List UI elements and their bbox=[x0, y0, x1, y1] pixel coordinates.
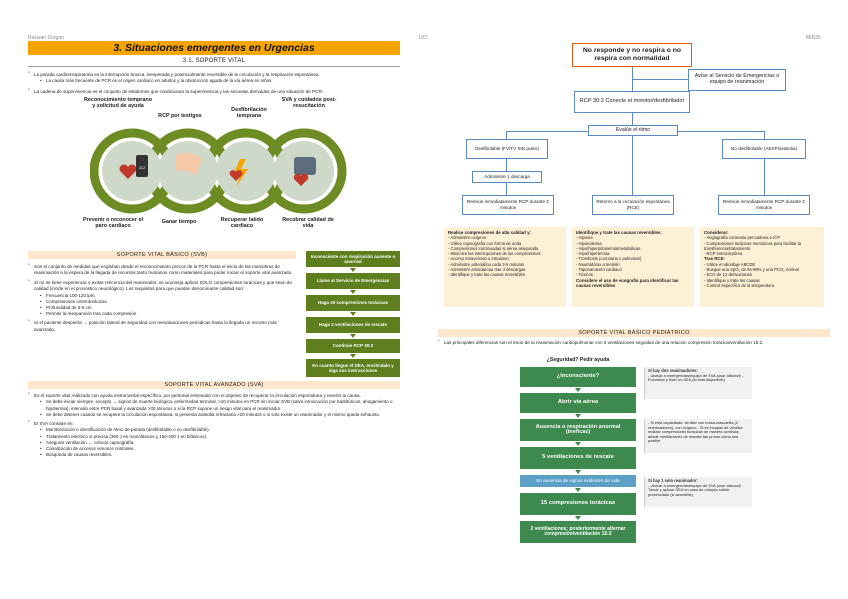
chain-label-4: SVA y cuidados post-resucitación bbox=[281, 97, 337, 110]
ped-note-one-rescuer: Si hay 1 solo reanimador: - ¡Avisar a em… bbox=[644, 477, 752, 507]
sva-bullet-2: Se debe detener cuando se recupere la ci… bbox=[28, 412, 400, 418]
svb-step-6: En cuanto llegue el DEA, enciéndalo y si… bbox=[306, 359, 400, 378]
sva-item-4: Canalización de accesos venosos centrale… bbox=[28, 446, 400, 452]
svb-paragraph-3: ˚Si el paciente despierta → posición lat… bbox=[28, 320, 277, 332]
hands-icon bbox=[176, 152, 202, 176]
als-start: No responde y no respira o no respira co… bbox=[572, 43, 692, 67]
svb-step-3: Haga 30 compresiones torácicas bbox=[306, 295, 400, 312]
als-rcp: RCP 30:2 Conecte el monitor/desfibrilado… bbox=[574, 91, 690, 113]
als-call: Avise al Servicio de Emergencias o equip… bbox=[688, 69, 786, 91]
ped-note-two-rescuers: Si hay dos reanimadores: - ¡Avisar a eme… bbox=[644, 367, 752, 399]
svb-step-4: Haga 2 ventilaciones de rescate bbox=[306, 317, 400, 334]
svb-req-4: Permitir la reexpansión tras cada compre… bbox=[28, 311, 296, 317]
heart-icon bbox=[119, 164, 137, 180]
als-non-shockable: No desfibrilable (AESP/asistolia) bbox=[722, 139, 806, 159]
sva-bullet-1: Se debe iniciar siempre, excepto → signo… bbox=[28, 399, 400, 411]
svb-step-5: Continúe RCP 30:2 bbox=[306, 339, 400, 354]
sva-paragraph-2: ˚El SVA consiste en: bbox=[28, 421, 74, 428]
sva-item-2: Tratamiento eléctrico si precisa (360 J … bbox=[28, 434, 400, 440]
chain-goal-2: Ganar tiempo bbox=[161, 219, 197, 226]
course-label: UCI bbox=[419, 35, 428, 41]
chain-goal-4: Recobrar calidad de vida bbox=[282, 217, 334, 230]
phone-text: 112 bbox=[139, 165, 146, 170]
svb-step-1: Inconsciente con respiración ausente o a… bbox=[306, 251, 400, 268]
ped-step-5: En ausencia de signos evidentes de vida bbox=[520, 475, 636, 487]
als-shockable: Desfibrilable (FV/TV SIN pulso) bbox=[466, 139, 548, 159]
svb-paragraph-1: ˚Son el conjunto de medidas que engloban… bbox=[28, 264, 293, 276]
chain-label-1: Reconocimiento temprano y solicitud de a… bbox=[84, 97, 152, 110]
author-name: Raswan Durgan bbox=[28, 35, 64, 41]
als-box-consider: Considerar: - Angiografía coronaria perc… bbox=[700, 227, 824, 307]
divider bbox=[28, 66, 400, 67]
als-box-compressions: Realice compresiones de alta calidad y: … bbox=[444, 227, 566, 307]
als-eval-rhythm: Evalúe el ritmo bbox=[588, 125, 678, 136]
svb-section: SOPORTE VITAL BÁSICO (SVB) ˚Son el conju… bbox=[28, 251, 400, 401]
phone-icon bbox=[136, 155, 148, 178]
ped-step-6: 15 compresiones torácicas bbox=[520, 493, 636, 515]
ped-step-2: Abrir vía aérea bbox=[520, 393, 636, 413]
heart-icon bbox=[229, 170, 243, 182]
svb-req-1: Frecuencia 100-120 lpm. bbox=[28, 293, 296, 299]
svb-step-2: Llame al Servicio de Emergencias bbox=[306, 273, 400, 290]
chain-intro: ˚La cadena de supervivencia es el conjun… bbox=[28, 88, 324, 95]
sva-paragraph-1: ˚Es el soporte vital realizado con ayuda… bbox=[28, 393, 361, 400]
chain-of-survival: Reconocimiento temprano y solicitud de a… bbox=[28, 95, 400, 245]
ped-step-1: ¿Inconsciente? bbox=[520, 367, 636, 387]
ped-safety: ¿Seguridad? Pedir ayuda bbox=[546, 357, 610, 363]
sva-item-5: Búsqueda de causas reversibles. bbox=[28, 452, 400, 458]
page-title: 3. Situaciones emergentes en Urgencias bbox=[28, 41, 400, 55]
ped-band: SOPORTE VITAL BÁSICO PEDIÁTRICO bbox=[438, 329, 830, 337]
left-page: 3. Situaciones emergentes en Urgencias 3… bbox=[28, 41, 400, 591]
monitor-icon bbox=[294, 157, 316, 176]
page-code: MIR25 bbox=[806, 35, 821, 41]
ped-paragraph: ˚Las principales diferencias son el inic… bbox=[438, 340, 764, 346]
ped-step-4: 5 ventilaciones de rescate bbox=[520, 447, 636, 469]
chain-label-2: RCP por testigos bbox=[158, 113, 202, 120]
svb-req-2: Compresiones centrotorácicas. bbox=[28, 299, 296, 305]
als-rce: Retorno a la circulación espontánea (RCE… bbox=[592, 195, 674, 215]
als-box-causes: Identifique y trate las causas reversibl… bbox=[572, 227, 694, 307]
chain-links-graphic: 112 bbox=[90, 128, 347, 214]
sva-item-3: Asegurar ventilación → colocar capnograf… bbox=[28, 440, 400, 446]
svb-req-3: Profundidad de 5-6 cm. bbox=[28, 305, 296, 311]
intro-bullet: La causa más frecuente de PCR es el orig… bbox=[28, 78, 400, 84]
intro-paragraph: ˚La parada cardiorrespiratoria es la int… bbox=[28, 72, 320, 78]
als-reinit-right: Reinicie inmediatamente RCP durante 2 mi… bbox=[718, 195, 810, 215]
sva-item-1: Monitorización e identificación de ritmo… bbox=[28, 427, 400, 433]
als-shock: Administre 1 descarga bbox=[472, 171, 542, 183]
als-reinit-left: Reinicie inmediatamente RCP durante 2 mi… bbox=[462, 195, 554, 215]
ped-step-3: Ausencia o respiración anormal (ineficaz… bbox=[520, 419, 636, 441]
right-page: No responde y no respira o no respira co… bbox=[438, 41, 830, 591]
chain-label-3: Desfibrilación temprana bbox=[231, 107, 267, 120]
section-subtitle: 3.1. SOPORTE VITAL bbox=[182, 58, 246, 64]
ped-note-ventilation: - Si está capacitado: ventilar con bolsa… bbox=[644, 419, 752, 453]
svb-band: SOPORTE VITAL BÁSICO (SVB) bbox=[28, 251, 296, 260]
ped-step-7: 2 ventilaciones; posteriormente alternar… bbox=[520, 521, 636, 543]
chain-goal-3: Recuperar latido cardiaco bbox=[220, 217, 264, 230]
svb-paragraph-2: ˚Si no se tiene experiencia o existe ret… bbox=[28, 279, 292, 292]
sva-band: SOPORTE VITAL AVANZADO (SVA) bbox=[28, 381, 400, 390]
heart-icon bbox=[293, 173, 309, 187]
chain-goal-1: Prevenir o reconocer el paro cardiaco bbox=[83, 217, 143, 230]
